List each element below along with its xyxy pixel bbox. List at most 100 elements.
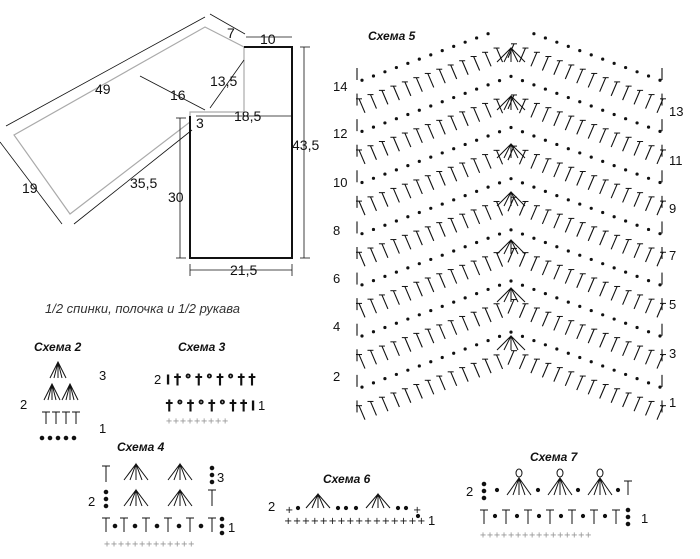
- s7-row-1: 1: [641, 511, 648, 526]
- scheme-2-title: Схема 2: [34, 340, 82, 354]
- s5-chain-dot: [612, 266, 616, 270]
- s5-double-crochet: [358, 303, 366, 318]
- s5-double-crochet: [633, 345, 641, 361]
- s4-row-3: 3: [217, 470, 224, 485]
- s5-chain-dot: [440, 304, 444, 308]
- s5-double-crochet: [541, 107, 549, 122]
- s5-chain-dot: [371, 278, 376, 283]
- s5-double-crochet: [610, 286, 618, 301]
- s5-double-crochet: [392, 341, 400, 357]
- s5-chain-dot: [371, 330, 376, 334]
- svg-text:† ° † ° † ° † † ⁞: † ° † ° † ° † † ⁞: [166, 399, 255, 414]
- s5-double-crochet: [369, 350, 377, 365]
- s5-double-crochet: [622, 85, 630, 101]
- s5-double-crochet: [622, 239, 630, 254]
- garment-schematic: [0, 13, 310, 276]
- s5-chain-dot: [624, 117, 628, 121]
- s5-chain-dot: [440, 202, 444, 206]
- s5-double-crochet: [473, 260, 481, 276]
- s5-chain-dot: [578, 49, 582, 53]
- s5-chain-dot: [486, 338, 490, 343]
- s5-chain-dot: [578, 253, 582, 257]
- s5-double-crochet: [599, 384, 607, 399]
- dim-49: 49: [95, 81, 111, 97]
- s4-row-1: 1: [228, 520, 235, 535]
- s5-double-crochet: [438, 222, 446, 237]
- s5-double-crochet: [461, 367, 469, 382]
- s5-chain-dot: [452, 351, 456, 355]
- dim-18-5: 18,5: [234, 108, 261, 124]
- s5-chain-dot: [520, 232, 525, 236]
- s5-chain-dot: [601, 313, 605, 317]
- s5-double-crochet: [484, 256, 492, 272]
- s5-double-crochet: [610, 235, 618, 250]
- s5-double-crochet: [564, 371, 572, 387]
- s5-double-crochet: [392, 392, 400, 408]
- s5-chain-dot: [394, 372, 398, 377]
- s5-chain-dot: [394, 65, 398, 70]
- s5-chain-dot: [406, 215, 410, 219]
- s5-chain-dot: [406, 368, 410, 372]
- s5-double-crochet: [541, 260, 549, 276]
- s5-double-crochet: [484, 52, 492, 67]
- s5-center-fan: [496, 286, 526, 303]
- s5-double-crochet: [415, 384, 423, 399]
- s5-double-crochet: [518, 252, 526, 267]
- s5-double-crochet: [450, 371, 458, 387]
- s5-double-crochet: [541, 209, 549, 225]
- s5-chain-dot: [463, 347, 467, 351]
- s5-chain-dot: [360, 180, 364, 185]
- s5-chain-dot: [555, 296, 559, 300]
- s5-double-crochet: [369, 145, 377, 160]
- s5-chain-dot: [463, 91, 467, 95]
- s5-chain-dot: [635, 377, 639, 381]
- s5-chain-dot: [417, 108, 421, 112]
- s5-chain-dot: [383, 377, 387, 381]
- scheme-3-title: Схема 3: [178, 340, 226, 354]
- s5-double-crochet: [633, 294, 641, 310]
- s5-double-crochet: [599, 179, 607, 195]
- s5-double-crochet: [438, 171, 446, 186]
- s5-row-3: 3: [669, 346, 676, 361]
- s5-chain-dot: [406, 164, 410, 168]
- s5-row-2: 2: [333, 369, 340, 384]
- s5-double-crochet: [369, 298, 377, 314]
- s5-chain-dot: [417, 364, 421, 368]
- s5-chain-dot: [394, 219, 398, 223]
- dim-3: 3: [196, 115, 204, 131]
- s5-double-crochet: [427, 124, 435, 139]
- dim-30: 30: [168, 189, 184, 205]
- s5-chain-dot: [406, 266, 410, 270]
- s5-double-crochet: [381, 192, 389, 207]
- s5-chain-dot: [440, 49, 444, 53]
- s5-chain-dot: [543, 189, 547, 193]
- s5-center-fan: [496, 238, 526, 255]
- s5-chain-dot: [394, 321, 398, 325]
- s5-double-crochet: [553, 213, 561, 229]
- s5-chain-dot: [543, 240, 547, 245]
- s5-chain-dot: [601, 210, 605, 215]
- scheme-2-chart: [39, 360, 80, 441]
- s5-double-crochet: [392, 137, 400, 152]
- s5-double-crochet: [622, 392, 630, 408]
- s5-chain-dot: [543, 343, 547, 347]
- s5-chain-dot: [612, 317, 616, 321]
- s5-chain-dot: [383, 274, 387, 278]
- s5-double-crochet: [587, 277, 595, 293]
- s5-chain-dot: [566, 351, 570, 355]
- s5-chain-dot: [509, 74, 513, 78]
- s5-double-crochet: [473, 209, 481, 225]
- s5-chain-dot: [440, 100, 444, 104]
- s5-double-crochet: [427, 277, 435, 293]
- s5-chain-dot: [646, 125, 651, 129]
- s5-chain-dot: [532, 134, 536, 138]
- s5-double-crochet: [518, 150, 526, 165]
- s5-chain-dot: [601, 159, 605, 163]
- s5-chain-dot: [360, 283, 364, 287]
- s5-double-crochet: [496, 98, 504, 114]
- s5-double-crochet: [587, 380, 595, 395]
- s5-double-crochet: [461, 60, 469, 75]
- s5-chain-dot: [612, 164, 616, 168]
- s5-double-crochet: [496, 303, 504, 318]
